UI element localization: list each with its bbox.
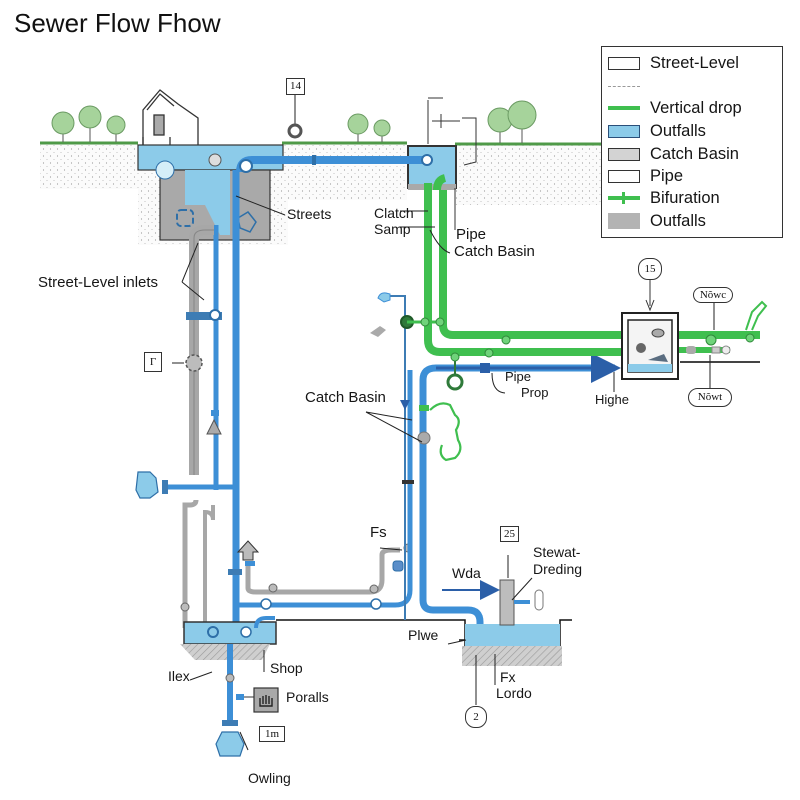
label-samp: Samp bbox=[374, 221, 411, 237]
tag-14: 14 bbox=[286, 78, 305, 95]
blue-mid-pipe bbox=[419, 364, 615, 600]
label-streets: Streets bbox=[287, 206, 332, 222]
legend-label: Street-Level bbox=[650, 53, 739, 72]
green-vine-icon bbox=[429, 402, 462, 462]
legend-swatch bbox=[608, 213, 640, 229]
legend-swatch bbox=[608, 124, 640, 138]
green-vertical-drop bbox=[424, 183, 622, 356]
leader-lines bbox=[172, 95, 715, 751]
tag-15: 15 bbox=[638, 258, 662, 280]
tag-gamma: Γ bbox=[144, 352, 162, 372]
legend-swatch bbox=[608, 192, 640, 204]
label-wda: Wda bbox=[452, 565, 481, 581]
gray-loop-pipe bbox=[245, 547, 400, 595]
label-plwe: Plwe bbox=[408, 627, 439, 643]
label-poralls: Poralls bbox=[286, 689, 329, 705]
blue-thin-vertical bbox=[385, 295, 406, 620]
legend-item-outfalls-2: Outfalls bbox=[608, 211, 706, 231]
street-inlet-basin bbox=[137, 144, 284, 241]
legend-item-vertical-drop: Vertical drop bbox=[608, 98, 742, 118]
label-dreding: Dreding bbox=[533, 561, 583, 577]
label-lordo: Lordo bbox=[496, 685, 532, 701]
label-street-level-inlets: Street-Level inlets bbox=[38, 274, 159, 291]
legend-label: Catch Basin bbox=[650, 144, 739, 163]
trees-right bbox=[487, 100, 537, 143]
legend-label: Vertical drop bbox=[650, 98, 742, 117]
label-catch-basin-mid: Catch Basin bbox=[305, 389, 386, 406]
legend-label: Outfalls bbox=[650, 121, 706, 140]
legend-swatch bbox=[608, 169, 640, 183]
legend-item-catch-basin: Catch Basin bbox=[608, 144, 739, 164]
faucet-icon bbox=[377, 292, 391, 303]
blue-lower-main bbox=[236, 370, 413, 608]
tag-25: 25 bbox=[500, 526, 519, 542]
label-clatch: Clatch bbox=[374, 205, 414, 221]
legend-swatch bbox=[608, 56, 640, 70]
up-arrow-icon bbox=[236, 540, 260, 561]
label-pipe-mid: Pipe bbox=[505, 369, 532, 384]
gray-inlet-pipe bbox=[189, 225, 214, 475]
left-pump-icon bbox=[135, 471, 236, 499]
legend-label: Pipe bbox=[650, 166, 684, 185]
tag-2: 2 bbox=[465, 706, 487, 728]
legend-label: Outfalls bbox=[650, 211, 706, 230]
legend-item-dashed bbox=[608, 76, 650, 96]
ground-right bbox=[455, 142, 605, 205]
legend: Street-Level Vertical drop Outfalls Catc… bbox=[601, 46, 783, 238]
ground-middle bbox=[282, 141, 407, 200]
label-prop: Prop bbox=[521, 385, 549, 400]
tag-1m: 1m bbox=[259, 726, 285, 742]
bottom-left-basin bbox=[180, 616, 277, 660]
label-ilex: Ilex bbox=[168, 668, 190, 684]
poralls-box-icon bbox=[253, 687, 279, 713]
trees-middle bbox=[347, 113, 391, 142]
legend-swatch bbox=[608, 85, 640, 87]
label-pipe-top: Pipe bbox=[456, 226, 487, 243]
outfall-tank-icon bbox=[215, 731, 245, 757]
manhole-ring-icon bbox=[287, 123, 303, 139]
label-highe: Highe bbox=[595, 392, 629, 407]
trees-left bbox=[51, 105, 126, 142]
label-owling: Owling bbox=[248, 770, 291, 786]
cone-marker-icon bbox=[206, 418, 222, 435]
legend-item-bifuration: Bifuration bbox=[608, 188, 720, 208]
tag-nowc: Nõwc bbox=[693, 287, 733, 303]
diagram-title: Sewer Flow Fhow bbox=[14, 8, 221, 38]
label-fs: Fs bbox=[370, 524, 387, 541]
label-fx: Fx bbox=[500, 669, 516, 685]
ring-valve-icon bbox=[446, 373, 464, 391]
green-plant-icon bbox=[745, 300, 768, 331]
house-icon bbox=[142, 89, 199, 145]
legend-item-street-level: Street-Level bbox=[608, 53, 739, 73]
tag-nowt: Nõwt bbox=[688, 388, 732, 407]
label-catch-basin-top: Catch Basin bbox=[454, 243, 535, 260]
legend-item-pipe: Pipe bbox=[608, 166, 683, 186]
legend-item-outfalls: Outfalls bbox=[608, 121, 706, 141]
label-stewat: Stewat- bbox=[533, 544, 581, 560]
bottom-right-basin bbox=[459, 579, 572, 666]
legend-label: Bifuration bbox=[650, 188, 720, 207]
treatment-box bbox=[621, 312, 679, 380]
legend-swatch bbox=[608, 147, 640, 161]
label-shop: Shop bbox=[270, 660, 303, 676]
legend-swatch bbox=[608, 106, 640, 110]
